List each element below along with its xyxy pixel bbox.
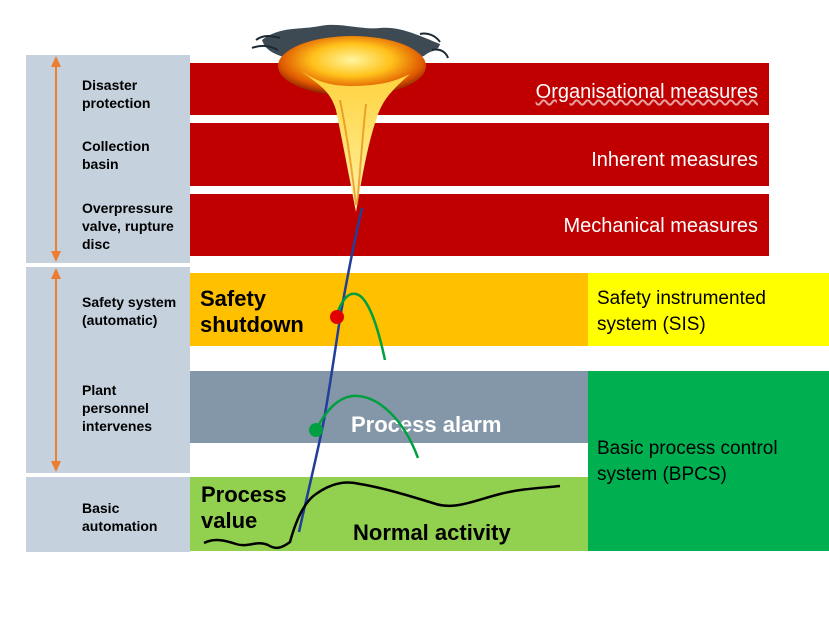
band-sis: [588, 273, 829, 346]
label-overpressure-valve: Overpressure valve, rupture disc: [82, 200, 174, 252]
label-sis: Safety instrumented system (SIS): [597, 288, 766, 335]
sidebar-block-passive: [26, 55, 190, 263]
alarm-point-icon: [309, 423, 323, 437]
sidebar-block-basic: [26, 477, 190, 552]
label-safety-shutdown: Safety shutdown: [200, 286, 304, 337]
band-inherent-label: Inherent measures: [591, 149, 758, 171]
band-bpcs: [588, 371, 829, 551]
process-value-line: [297, 207, 364, 533]
band-safety-shutdown: [190, 273, 588, 346]
sidebar-block-active: [26, 267, 190, 473]
label-bpcs: Basic process control system (BPCS): [597, 438, 778, 485]
double-arrow-upper: [51, 56, 61, 262]
explosion-icon: [251, 24, 449, 212]
band-organisational-measures: Organisational measures: [190, 63, 769, 115]
band-organisational-label: Organisational measures: [535, 81, 758, 103]
trip-point-icon: [330, 310, 344, 324]
band-mechanical-label: Mechanical measures: [563, 215, 758, 237]
label-plant-personnel: Plant personnel intervenes: [82, 382, 153, 434]
label-collection-basin: Collection basin: [82, 138, 150, 172]
label-basic-automation: Basic automation: [82, 500, 158, 534]
safety-curve: [334, 292, 387, 361]
label-process-value: Process value: [201, 482, 287, 533]
alarm-curve: [314, 394, 420, 459]
band-mechanical-measures: Mechanical measures: [190, 194, 769, 256]
band-process-alarm: [190, 371, 588, 443]
double-arrow-lower: [51, 268, 61, 472]
label-normal-activity: Normal activity: [353, 520, 511, 545]
label-disaster-protection: Disaster protection: [82, 77, 151, 111]
process-value-wave: [203, 481, 561, 550]
label-safety-system: Safety system (automatic): [82, 294, 177, 328]
band-inherent-measures: Inherent measures: [190, 123, 769, 186]
